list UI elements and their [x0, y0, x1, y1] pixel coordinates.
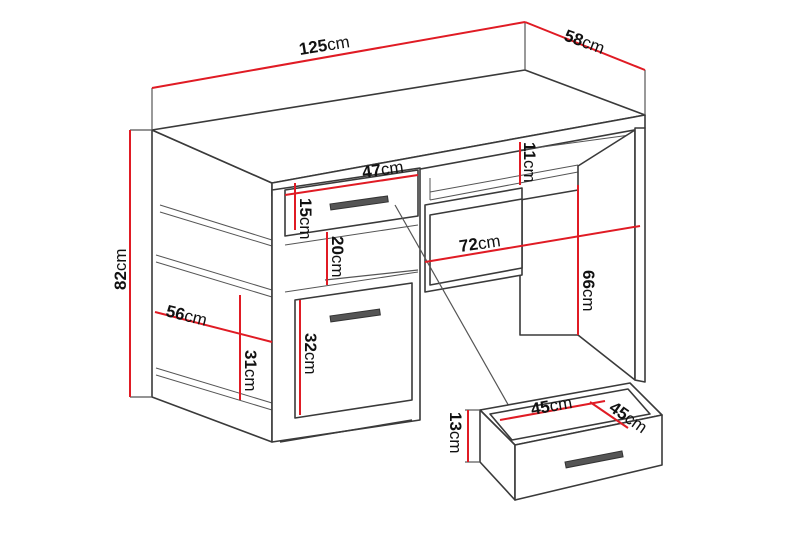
right-leg-inner [577, 129, 636, 381]
label-drawer-height: 15cm [296, 198, 315, 240]
label-drawer-inner-height: 13cm [446, 412, 465, 454]
top-drawer-handle [329, 195, 389, 211]
drawer-inside [489, 388, 651, 441]
dim-drawer-inner-width-line [499, 400, 606, 421]
label-drawer-inner-width: 45cm [529, 393, 573, 419]
drawer-detail [479, 382, 663, 501]
label-door-height: 32cm [301, 333, 320, 375]
dim-side-depth-line [154, 311, 273, 343]
right-leg-front [634, 127, 646, 383]
desk-drawing [151, 69, 646, 443]
dim-drawer-inner-depth-line [589, 401, 629, 429]
dimension-lines [129, 21, 646, 463]
dim-depth-line [524, 21, 646, 71]
cabinet-door [294, 282, 413, 419]
label-depth: 58cm [562, 26, 608, 58]
label-top-shelf: 11cm [520, 142, 539, 183]
door-handle [329, 308, 381, 323]
label-shelf-height: 20cm [328, 236, 347, 278]
left-side-panel [151, 129, 273, 443]
label-side-depth: 56cm [164, 301, 209, 329]
label-legroom-height: 66cm [579, 270, 598, 312]
dim-legroom-width-line [424, 225, 641, 263]
label-width: 125cm [298, 32, 351, 59]
label-legroom-width: 72cm [458, 231, 502, 256]
drawer-handle [564, 450, 624, 469]
label-lower-shelf: 31cm [241, 350, 260, 392]
label-drawer-width: 47cm [361, 157, 405, 182]
dim-width-line [151, 21, 526, 89]
dim-drawer-width-line [284, 174, 419, 196]
label-height: 82cm [111, 248, 130, 290]
modesty-panel [519, 189, 579, 336]
